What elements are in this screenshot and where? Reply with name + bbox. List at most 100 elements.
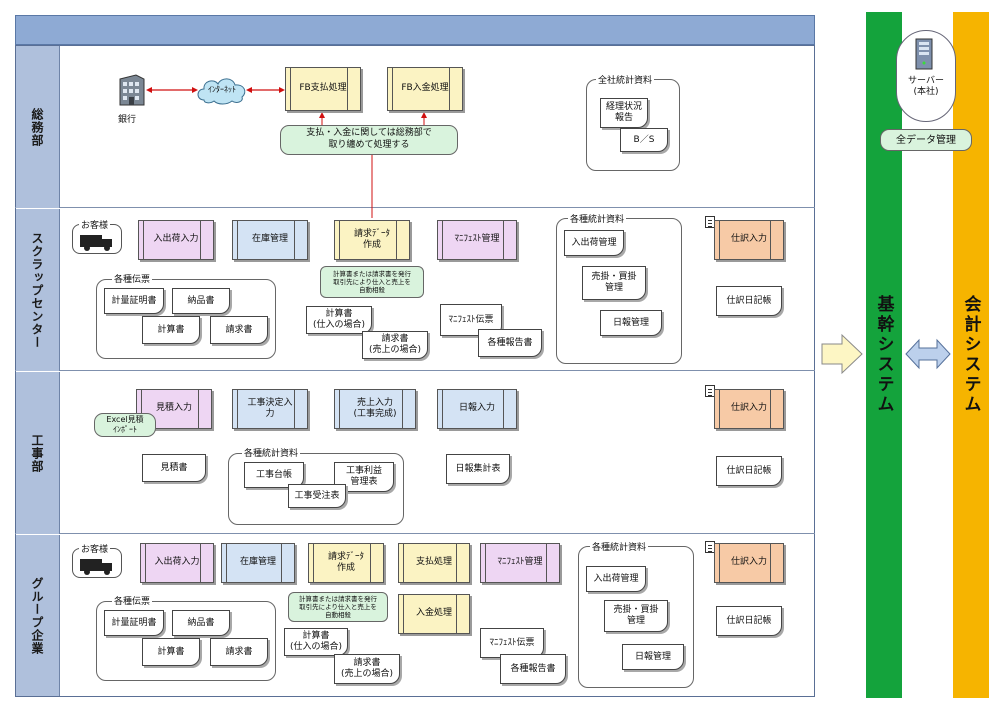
process-label: 仕訳入力	[730, 403, 767, 414]
scrap-slips-title: 各種伝票	[112, 272, 153, 285]
order-list-doc: 工事受注表	[288, 484, 346, 508]
shipping-mgmt-doc: 入出荷管理	[586, 566, 646, 592]
internet-label: ｲﾝﾀｰﾈｯﾄ	[208, 85, 236, 94]
fb-payment-label: FB支払処理	[299, 83, 347, 94]
lane-label-soumu: 総務部	[16, 46, 60, 208]
group-stats-title: 各種統計資料	[590, 540, 649, 553]
bank-building-icon	[118, 73, 146, 107]
group-reports-doc: 各種報告書	[500, 654, 566, 684]
weigh-cert-doc: 計量証明書	[104, 288, 164, 314]
scrap-stats-title: 各種統計資料	[568, 212, 627, 225]
group-receive[interactable]: 入金処理	[398, 594, 470, 634]
truck-icon	[80, 233, 114, 255]
delivery-note-doc: 納品書	[172, 288, 230, 314]
sales-input[interactable]: 売上入力 (工事完成)	[334, 389, 416, 429]
receivables-doc: 売掛・買掛 管理	[582, 266, 646, 300]
receivables-doc: 売掛・買掛 管理	[604, 600, 668, 632]
fb-receive-process[interactable]: FB入金処理	[387, 67, 463, 111]
group-slips-title: 各種伝票	[112, 594, 153, 607]
daily-summary-doc: 日報集計表	[446, 454, 510, 484]
estimate-doc: 見積書	[142, 454, 206, 482]
group-shipping-input[interactable]: 入出荷入力	[140, 543, 214, 583]
group-calc-doc: 計算書 (仕入の場合)	[284, 628, 348, 656]
kouji-journal-input[interactable]: 仕訳入力	[714, 389, 784, 429]
group-invoice-doc: 請求書 (売上の場合)	[334, 654, 400, 684]
scrap-journal-input[interactable]: 仕訳入力	[714, 220, 784, 260]
server-label: サーバー (本社)	[908, 76, 944, 97]
process-label: 日報入力	[458, 403, 495, 414]
lane-label-kouji: 工事部	[16, 372, 60, 534]
delivery-note-doc: 納品書	[172, 610, 230, 636]
customer-label: お客様	[79, 218, 111, 231]
scrap-reports-doc: 各種報告書	[478, 329, 542, 357]
lane-label-text: 総務部	[30, 107, 44, 147]
process-label: 入出荷入力	[153, 234, 199, 245]
kouji-journal-doc: 仕訳日記帳	[716, 456, 782, 486]
fb-payment-process[interactable]: FB支払処理	[285, 67, 361, 111]
process-label: ﾏﾆﾌｪｽﾄ管理	[497, 557, 543, 568]
calc-doc: 計算書	[142, 638, 200, 666]
bank-label: 銀行	[118, 115, 137, 125]
core-system-label: 基幹システム	[873, 295, 894, 415]
scrap-shipping-input[interactable]: 入出荷入力	[138, 220, 214, 260]
process-label: 工事決定入 力	[247, 397, 293, 419]
lane-label-text: 工事部	[30, 433, 44, 473]
estimate-input[interactable]: 見積入力	[136, 389, 212, 429]
lane-label-text: グループ企業	[30, 576, 44, 655]
daily-input[interactable]: 日報入力	[437, 389, 517, 429]
group-inventory[interactable]: 在庫管理	[221, 543, 295, 583]
process-label: 在庫管理	[239, 557, 276, 568]
group-note: 計算書または請求書を発行 取引先により仕入と売上を 自動相殺	[288, 592, 388, 622]
weigh-cert-doc: 計量証明書	[104, 610, 164, 636]
kouji-stats-title: 各種統計資料	[242, 446, 301, 459]
arrow-right-icon	[820, 333, 864, 379]
double-arrow-icon	[905, 338, 951, 374]
report-doc: 経理状況 報告	[600, 98, 648, 128]
scrap-manifest[interactable]: ﾏﾆﾌｪｽﾄ管理	[437, 220, 517, 260]
invoice-doc: 請求書	[210, 316, 268, 344]
process-label: 仕訳入力	[730, 234, 767, 245]
accounting-system-bar: 会計システム	[953, 12, 989, 698]
process-label: 仕訳入力	[730, 557, 767, 568]
process-label: 在庫管理	[251, 234, 288, 245]
scrap-invoice-doc: 請求書 (売上の場合)	[362, 331, 428, 359]
daily-mgmt-doc: 日報管理	[600, 310, 662, 336]
fb-receive-label: FB入金処理	[401, 83, 449, 94]
core-system-bar: 基幹システム	[866, 12, 902, 698]
shipping-mgmt-doc: 入出荷管理	[564, 230, 624, 256]
fb-note: 支払・入金に関しては総務部で 取り纏めて処理する	[280, 125, 458, 155]
process-label: ﾏﾆﾌｪｽﾄ管理	[454, 234, 500, 245]
lane-soumu	[15, 45, 815, 208]
process-label: 入出荷入力	[154, 557, 200, 568]
lane-label-scrap: スクラップセンター	[16, 209, 60, 371]
diagram-header-bar	[15, 15, 815, 45]
lane-kouji	[15, 371, 815, 534]
process-label: 入金処理	[415, 608, 452, 619]
company-stats-title: 全社統計資料	[596, 73, 655, 86]
balance-sheet-doc: B／S	[620, 128, 668, 152]
internet-cloud-icon: ｲﾝﾀｰﾈｯﾄ	[194, 74, 250, 106]
scrap-inventory[interactable]: 在庫管理	[232, 220, 308, 260]
group-journal-doc: 仕訳日記帳	[716, 606, 782, 636]
daily-mgmt-doc: 日報管理	[622, 644, 684, 670]
lane-label-text: スクラップセンター	[30, 231, 44, 349]
lane-scrap	[15, 208, 815, 371]
excel-import-note: Excel見積 ｲﾝﾎﾟｰﾄ	[94, 413, 156, 437]
invoice-doc: 請求書	[210, 638, 268, 666]
scrap-billing-data[interactable]: 請求ﾃﾞｰﾀ 作成	[334, 220, 410, 260]
process-label: 見積入力	[155, 403, 192, 414]
process-label: 支払処理	[415, 557, 452, 568]
customer-label: お客様	[79, 542, 111, 555]
scrap-note: 計算書または請求書を発行 取引先により仕入と売上を 自動相殺	[320, 266, 424, 298]
group-billing-data[interactable]: 請求ﾃﾞｰﾀ 作成	[308, 543, 384, 583]
contract-input[interactable]: 工事決定入 力	[232, 389, 308, 429]
calc-doc: 計算書	[142, 316, 200, 344]
group-payment[interactable]: 支払処理	[398, 543, 470, 583]
scrap-journal-doc: 仕訳日記帳	[716, 286, 782, 316]
process-label: 売上入力 (工事完成)	[353, 397, 397, 419]
truck-icon	[80, 557, 114, 579]
project-ledger-doc: 工事台帳	[244, 462, 304, 488]
group-journal-input[interactable]: 仕訳入力	[714, 543, 784, 583]
group-manifest[interactable]: ﾏﾆﾌｪｽﾄ管理	[480, 543, 560, 583]
